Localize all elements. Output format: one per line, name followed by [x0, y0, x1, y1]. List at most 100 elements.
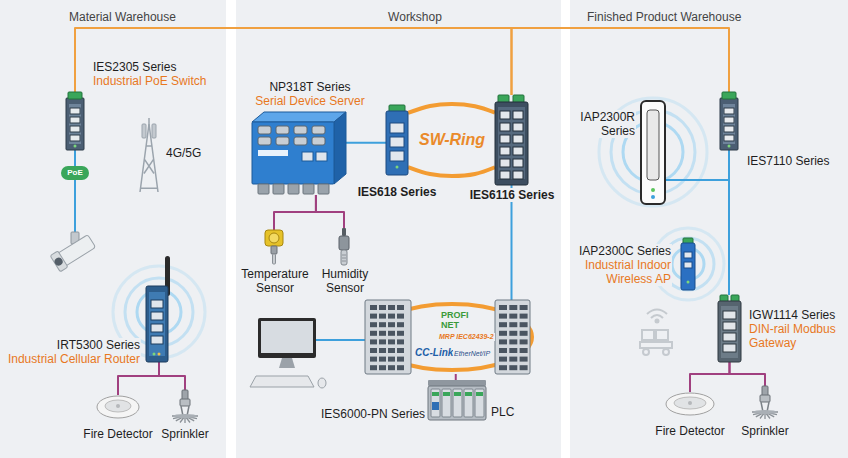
ethernet-port [500, 147, 510, 155]
device-icon [171, 390, 199, 424]
ethernet-switch: IES618 Series [386, 105, 408, 175]
device-label: Industrial Cellular Router [7, 352, 141, 366]
sensor-cable [342, 228, 346, 236]
agv-icon [640, 310, 672, 356]
switch-front [69, 104, 81, 144]
connector [346, 142, 386, 144]
status-led [158, 353, 161, 356]
fire-detector: Fire Detector [665, 392, 715, 416]
device-label: IES2305 Series [92, 60, 177, 74]
protocol-logo: MRP IEC62439-2 [438, 333, 495, 341]
ethernet-switch: IES7110 Series [720, 92, 738, 150]
ethernet-port [684, 252, 692, 258]
plc-display [432, 402, 439, 410]
fire-detector: Fire Detector [96, 395, 140, 419]
ethernet-port [379, 348, 386, 353]
device-label: Fire Detector [82, 427, 153, 441]
port [723, 333, 736, 341]
ethernet-port [388, 357, 395, 362]
ethernet-port [70, 126, 80, 132]
ethernet-port [724, 135, 734, 141]
router-body [146, 286, 168, 362]
device-icon [365, 300, 530, 374]
device-icon [665, 392, 715, 416]
ethernet-port [379, 314, 386, 319]
pc-cable [316, 339, 365, 341]
plc-module [431, 389, 440, 417]
probe-slits [342, 255, 346, 261]
device-label: PLC [490, 405, 515, 419]
sprinkler: Sprinkler [751, 386, 779, 420]
device-label: Industrial Indoor Wireless AP [570, 258, 672, 286]
sensor-body [339, 236, 349, 250]
wireless-wave [137, 290, 181, 334]
connector [512, 28, 730, 95]
device-icon [718, 295, 741, 362]
camera-housing [50, 233, 97, 272]
device-label: 4G/5G [165, 146, 202, 160]
cargo-box [642, 330, 654, 340]
device-label: Fire Detector [654, 424, 725, 438]
ethernet-port [520, 348, 528, 353]
ethernet-port [500, 123, 510, 131]
wireless-waves [113, 98, 724, 358]
ethernet-port [379, 331, 386, 336]
protocol-logo: EtherNet/IP [453, 350, 491, 358]
router-front [149, 292, 165, 356]
wifi-arc [647, 310, 667, 315]
ethernet-port [397, 365, 404, 370]
ethernet-port [509, 322, 517, 327]
tower-frame [140, 124, 158, 192]
sensor-probe [341, 250, 347, 265]
tower-mast [148, 118, 150, 126]
ethernet-port [388, 322, 395, 327]
status-led [396, 166, 399, 169]
poe-badge: PoE [61, 166, 89, 180]
ethernet-port [388, 305, 395, 310]
ethernet-port [379, 339, 386, 344]
connector [666, 150, 729, 180]
port [723, 344, 736, 352]
ethernet-port [500, 135, 510, 143]
ethernet-port [509, 305, 517, 310]
ethernet-port [388, 365, 395, 370]
poe-cable [74, 180, 76, 234]
ethernet-port [397, 348, 404, 353]
connector [455, 374, 457, 380]
device-icon [495, 95, 528, 185]
ethernet-port [379, 322, 386, 327]
plc-base [428, 386, 486, 420]
device-label: Temperature Sensor [236, 267, 314, 295]
camera-lens [53, 256, 64, 267]
wireless-wave [652, 228, 724, 300]
ethernet-port [390, 151, 404, 161]
ethernet-port [370, 305, 377, 310]
zone-panel: Finished Product WarehouseIAP2300R Serie… [570, 0, 848, 458]
wireless-wave [623, 122, 683, 182]
cellular-router: IRT5300 SeriesIndustrial Cellular Router [146, 256, 172, 362]
ethernet-port [509, 314, 517, 319]
device-icon [640, 100, 666, 205]
server-side [334, 112, 346, 184]
wireless-wave [662, 238, 714, 290]
sensor-head [265, 230, 283, 246]
gateway-body [718, 301, 741, 362]
device-label: IES6000-PN Series [320, 407, 426, 421]
wireless-ap: IAP2300C SeriesIndustrial Indoor Wireles… [681, 238, 695, 290]
serial-port [276, 137, 289, 145]
device-icon [751, 386, 779, 420]
wifi-arc [651, 315, 663, 318]
ethernet-port [513, 171, 523, 179]
connector [730, 362, 766, 386]
monitor-frame [258, 318, 316, 358]
device-icon [428, 380, 486, 420]
detector-base [97, 396, 139, 418]
ethernet-port [509, 339, 517, 344]
zone-panel: Material WarehouseIES2305 SeriesIndustri… [0, 0, 226, 458]
ethernet-port [302, 152, 313, 161]
ethernet-port [499, 331, 507, 336]
rack-switch [495, 300, 530, 374]
status-led [651, 188, 655, 192]
server-front [252, 122, 334, 184]
